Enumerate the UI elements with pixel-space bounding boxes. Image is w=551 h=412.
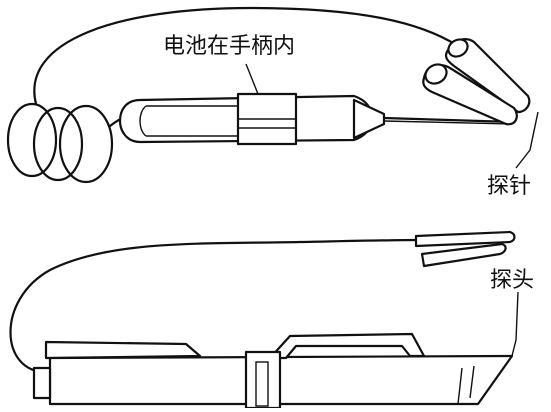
- head-leader-line: [511, 291, 519, 357]
- bottom-clip: [414, 230, 516, 268]
- needle-leader-line: [515, 111, 539, 169]
- bottom-cable: [9, 238, 420, 374]
- pen-tip-cone: [352, 98, 386, 140]
- pen-test-light: [6, 6, 539, 184]
- top-cable-arc: [33, 6, 460, 106]
- probe-grip-front: [268, 332, 426, 360]
- probe-clamp-band: [244, 350, 282, 410]
- probe-end-cap: [32, 366, 52, 400]
- label-probe-needle: 探针: [487, 174, 532, 199]
- probe-grip-back: [44, 340, 202, 360]
- probe-head-test-light: [9, 230, 519, 410]
- label-probe-head: 探头: [490, 268, 535, 293]
- label-battery-in-handle: 电池在手柄内: [163, 34, 296, 59]
- battery-leader-line: [245, 63, 259, 95]
- probe-needle: [382, 116, 514, 124]
- alligator-clip: [422, 38, 531, 126]
